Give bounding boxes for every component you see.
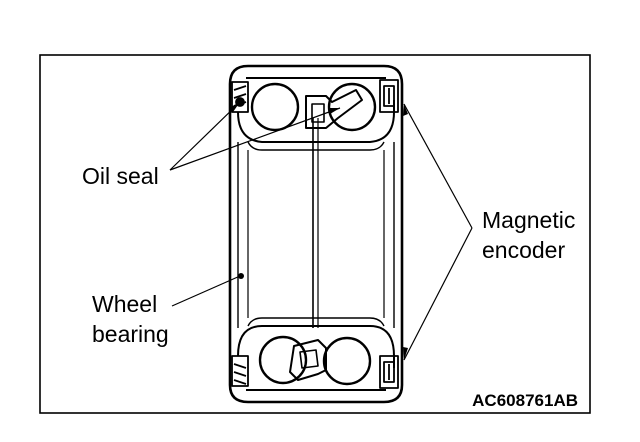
ball-bottom-right (322, 336, 372, 386)
figure-code: AC608761AB (472, 391, 578, 410)
bottom-inner-race (237, 325, 395, 368)
ball-top-right (327, 82, 377, 132)
leader-lines (169, 101, 473, 361)
leader-magnetic-bottom (403, 227, 473, 361)
label-magnetic-encoder-line2: encoder (482, 237, 565, 263)
leader-oil-seal-2 (169, 107, 341, 171)
arrow-heads (229, 102, 408, 360)
label-oil-seal: Oil seal (82, 163, 159, 189)
leader-magnetic-top (403, 103, 473, 229)
arrow-magnetic-top (403, 104, 408, 116)
bearing-assembly (228, 64, 404, 404)
top-inner-race (237, 100, 395, 143)
figure-frame (39, 54, 591, 414)
leader-wheel-bearing (171, 275, 241, 307)
label-wheel-bearing-line1: Wheel (92, 291, 157, 317)
arrow-oil-seal-1 (229, 102, 240, 112)
label-magnetic-encoder-line1: Magnetic (482, 207, 575, 233)
ball-bottom-left (258, 335, 308, 385)
label-wheel-bearing-line2: bearing (92, 321, 169, 347)
oil-seal-bottom-left (231, 355, 249, 387)
magnetic-encoder-bottom-right (379, 355, 399, 389)
top-cage (305, 89, 363, 129)
arrow-magnetic-bottom (403, 347, 408, 360)
bottom-cage (289, 339, 327, 381)
ball-top-left (250, 82, 300, 132)
leader-oil-seal-1 (169, 101, 241, 171)
arrow-oil-seal-2 (328, 108, 340, 114)
bearing-outer-ring (228, 64, 404, 404)
magnetic-encoder-top-right (379, 79, 399, 113)
wheel-bearing-point (238, 273, 244, 279)
